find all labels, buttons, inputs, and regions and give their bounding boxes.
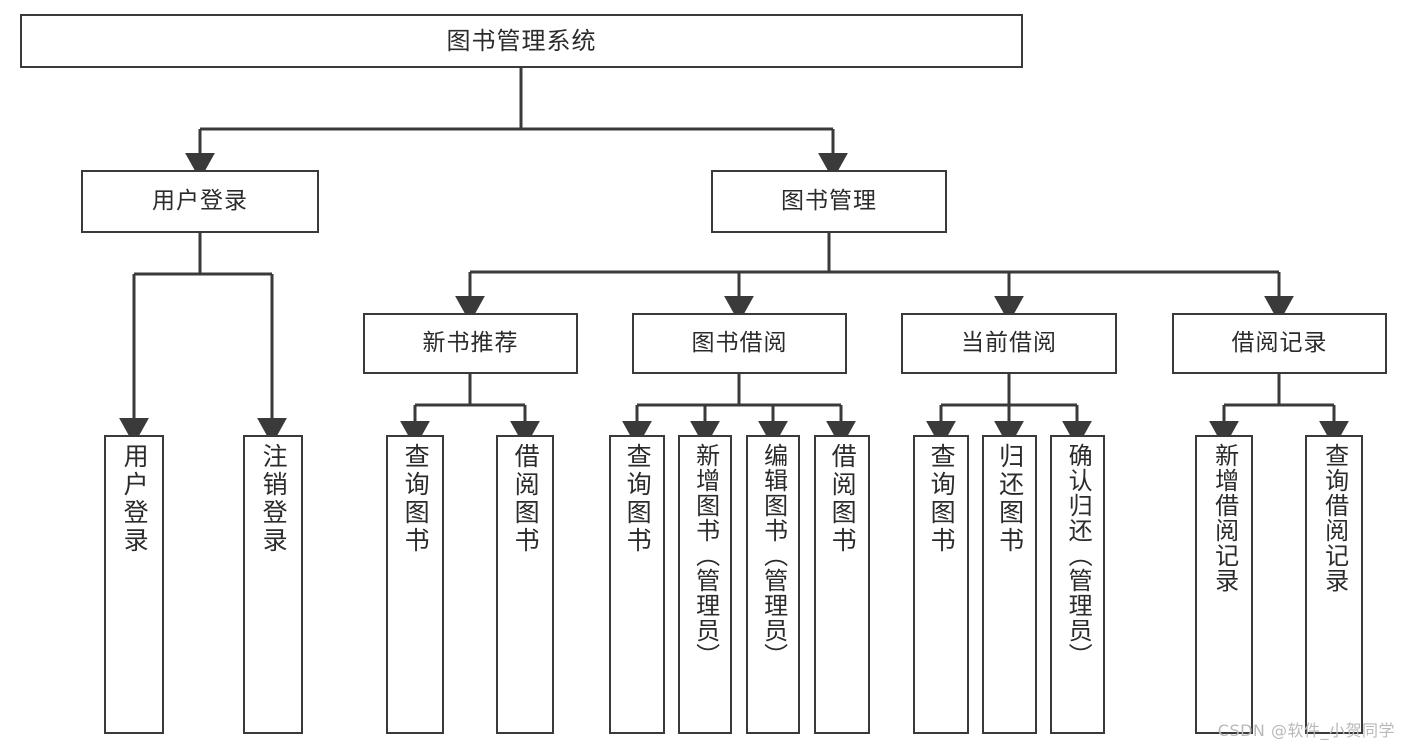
leaf-add-record[interactable]: 新增借阅记录 (1195, 435, 1253, 734)
csdn-watermark: CSDN @软件_小贺同学 (1217, 721, 1395, 740)
leaf-edit-book[interactable]: 编辑图书（管理员） (746, 435, 800, 734)
node-label: 编辑图书（管理员） (759, 443, 788, 668)
node-label: 归还图书 (995, 443, 1025, 555)
node-book-manage[interactable]: 图书管理 (711, 170, 947, 233)
node-label: 新增借阅记录 (1210, 443, 1239, 593)
node-label: 借阅记录 (1231, 329, 1328, 356)
node-label: 图书管理系统 (446, 26, 597, 55)
node-label: 查询图书 (401, 443, 431, 555)
leaf-confirm-return[interactable]: 确认归还（管理员） (1050, 435, 1105, 734)
leaf-query-book-2[interactable]: 查询图书 (609, 435, 665, 734)
node-new-book-recommend[interactable]: 新书推荐 (363, 313, 578, 374)
leaf-borrow-book-1[interactable]: 借阅图书 (496, 435, 554, 734)
node-label: 注销登录 (259, 443, 289, 555)
leaf-return-book[interactable]: 归还图书 (982, 435, 1037, 734)
leaf-query-record[interactable]: 查询借阅记录 (1305, 435, 1363, 734)
node-label: 图书管理 (781, 187, 877, 214)
node-label: 查询图书 (927, 443, 957, 555)
node-label: 借阅图书 (828, 443, 858, 555)
leaf-query-book-1[interactable]: 查询图书 (386, 435, 444, 734)
leaf-add-book[interactable]: 新增图书（管理员） (678, 435, 732, 734)
node-current-borrow[interactable]: 当前借阅 (901, 313, 1117, 374)
node-root-book-management-system[interactable]: 图书管理系统 (20, 14, 1023, 68)
node-label: 确认归还（管理员） (1064, 443, 1093, 668)
leaf-user-login[interactable]: 用户登录 (104, 435, 164, 734)
node-label: 当前借阅 (961, 329, 1057, 356)
leaf-borrow-book-2[interactable]: 借阅图书 (814, 435, 870, 734)
node-user-login[interactable]: 用户登录 (81, 170, 319, 233)
node-label: 借阅图书 (511, 443, 541, 555)
node-label: 查询借阅记录 (1320, 443, 1349, 593)
node-book-borrow[interactable]: 图书借阅 (632, 313, 847, 374)
leaf-query-book-3[interactable]: 查询图书 (913, 435, 969, 734)
node-label: 新增图书（管理员） (691, 443, 720, 668)
node-borrow-record[interactable]: 借阅记录 (1172, 313, 1387, 374)
leaf-logout[interactable]: 注销登录 (243, 435, 303, 734)
node-label: 查询图书 (623, 443, 653, 555)
node-label: 用户登录 (152, 187, 248, 214)
node-label: 用户登录 (120, 443, 150, 555)
node-label: 新书推荐 (422, 329, 519, 356)
node-label: 图书借阅 (691, 329, 788, 356)
